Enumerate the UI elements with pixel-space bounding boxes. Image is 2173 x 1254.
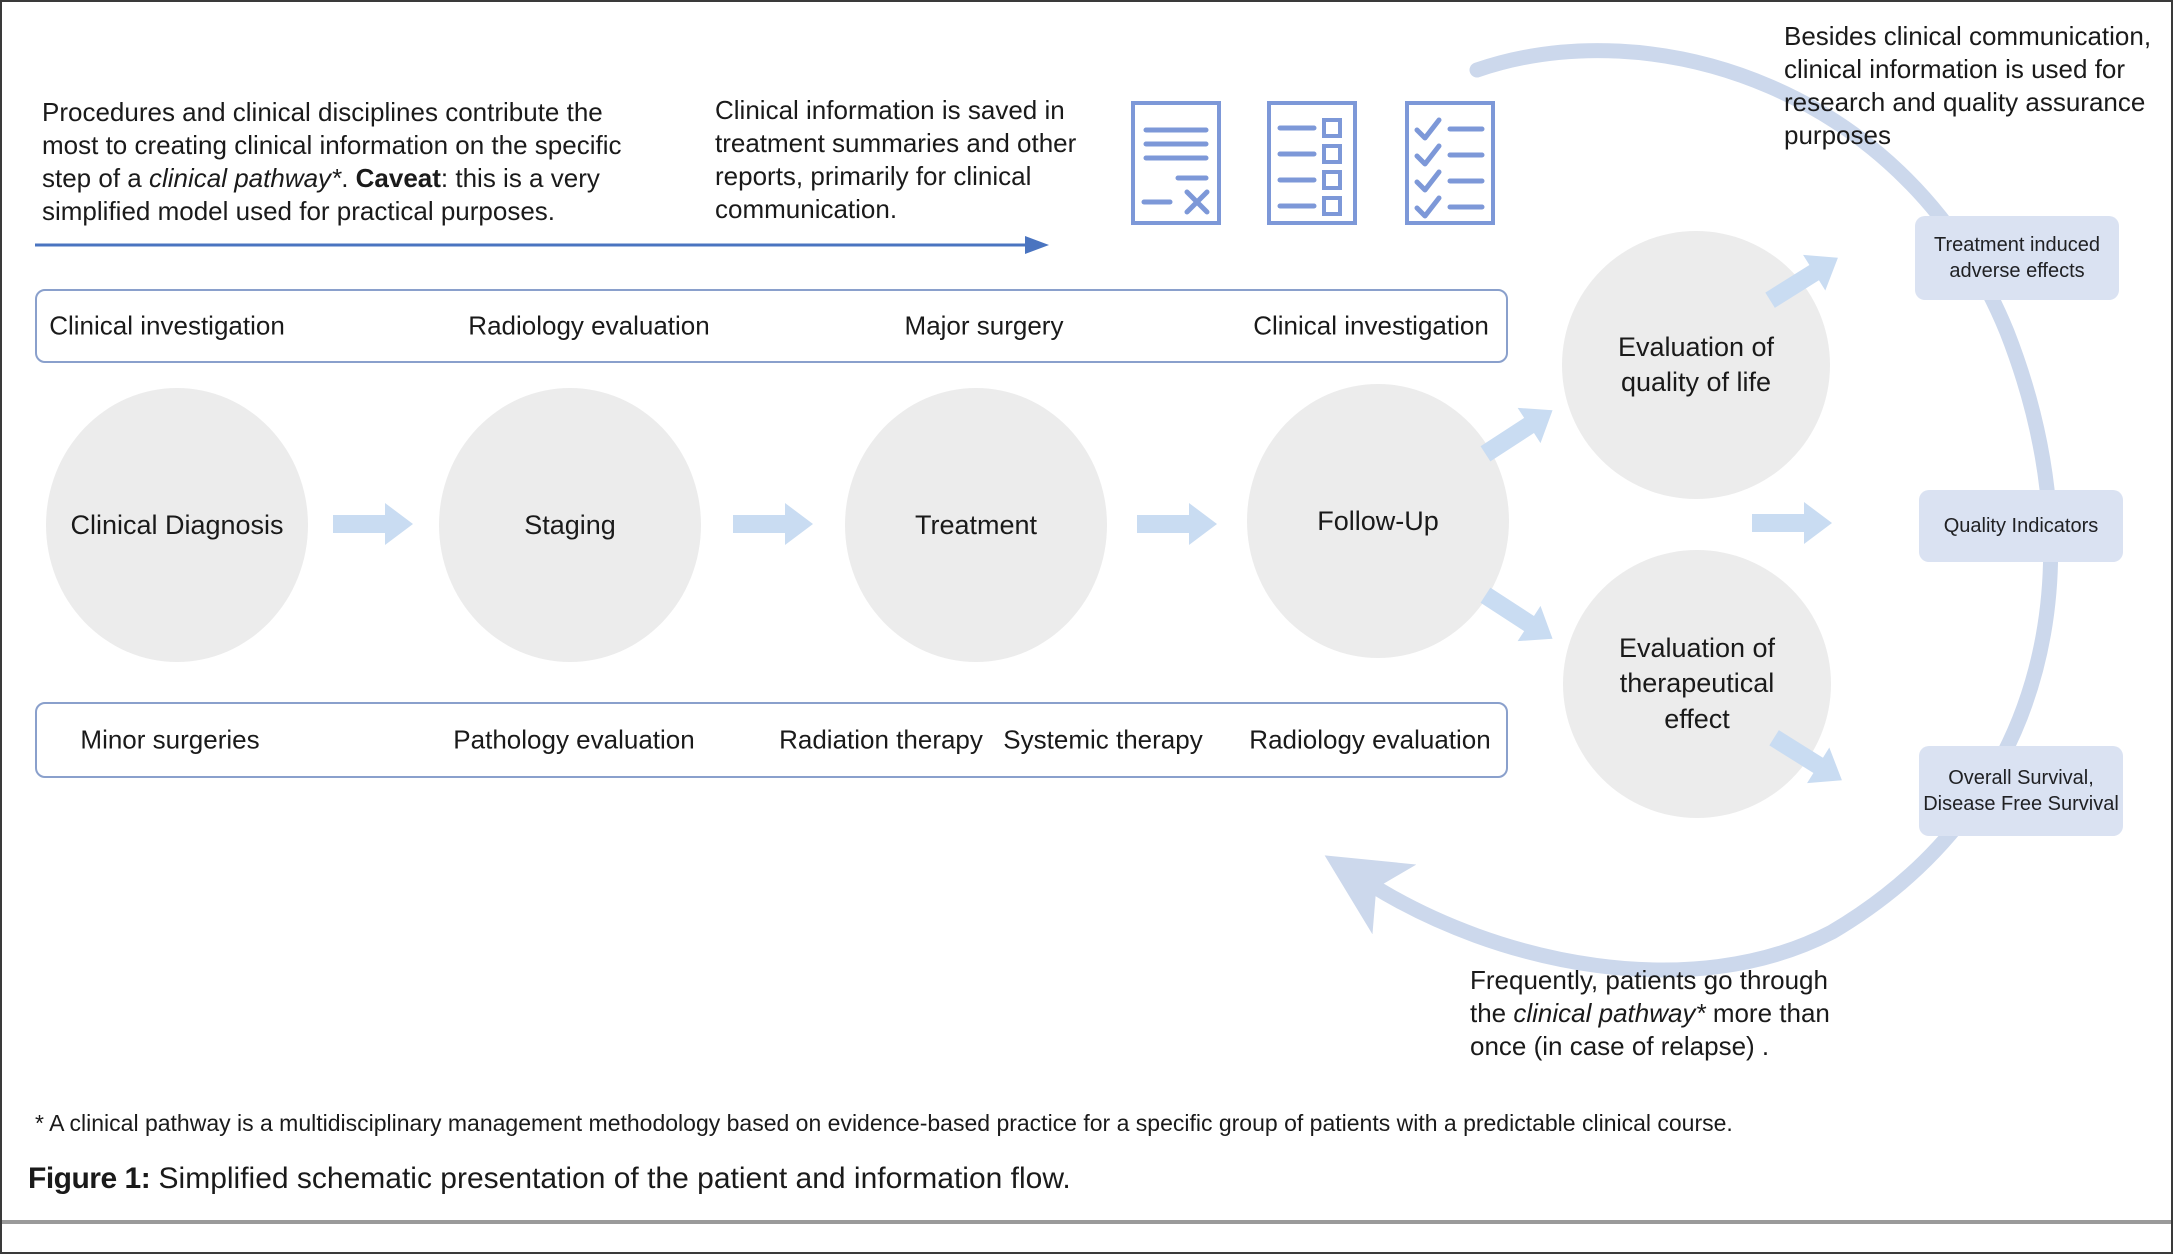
text-run-italic: clinical pathway* (1513, 998, 1706, 1029)
figure-caption-label: Figure 1: (28, 1162, 151, 1195)
top-disciplines-box: Clinical investigation Radiology evaluat… (35, 289, 1508, 363)
discipline-label: Systemic therapy (1003, 724, 1203, 755)
stage-treatment: Treatment (845, 388, 1107, 662)
outcome-treatment-induced-adverse-effects: Treatment induced adverse effects (1915, 216, 2119, 300)
block-arrow (733, 503, 813, 545)
block-arrow (1137, 503, 1217, 545)
text-run: more than once (in case of relapse) . (1470, 998, 1830, 1062)
note-relapse: Frequently, patients go through the clin… (1470, 964, 1870, 1063)
outcome-quality-indicators: Quality Indicators (1919, 490, 2123, 562)
note-procedures: Procedures and clinical disciplines cont… (42, 96, 642, 228)
checklist-checked-icon (1405, 101, 1495, 225)
discipline-label: Clinical investigation (49, 310, 285, 341)
stage-evaluation-quality-of-life: Evaluation of quality of life (1562, 231, 1830, 499)
stage-label: Staging (524, 509, 616, 540)
footnote: * A clinical pathway is a multidisciplin… (35, 1110, 1733, 1136)
text-run-italic: clinical pathway* (148, 163, 342, 194)
stage-label: Follow-Up (1317, 505, 1439, 536)
stage-follow-up: Follow-Up (1247, 384, 1509, 658)
text-run: : this is a very simplified model used f… (42, 163, 600, 227)
outcome-overall-survival-disease-free-survival: Overall Survival, Disease Free Survival (1919, 746, 2123, 836)
discipline-label: Clinical investigation (1253, 310, 1489, 341)
discipline-label: Radiation therapy (779, 724, 983, 755)
stage-label: Evaluation of therapeutical effect (1618, 633, 1776, 734)
text-run: Procedures and clinical disciplines cont… (42, 97, 622, 194)
document-report-x-icon (1131, 101, 1221, 225)
discipline-label: Radiology evaluation (1249, 724, 1491, 755)
discipline-label: Minor surgeries (80, 724, 260, 755)
note-besides-communication: Besides clinical communication, clinical… (1784, 21, 2152, 151)
text-run: . (341, 163, 356, 194)
figure-caption: Figure 1: Simplified schematic presentat… (28, 1162, 1071, 1196)
stage-label: Treatment (914, 509, 1038, 540)
stage-evaluation-therapeutical-effect: Evaluation of therapeutical effect (1563, 550, 1831, 818)
bottom-divider (2, 1220, 2171, 1224)
stage-label: Evaluation of quality of life (1617, 331, 1775, 397)
discipline-label: Pathology evaluation (453, 724, 695, 755)
stage-clinical-diagnosis: Clinical Diagnosis (46, 388, 308, 662)
discipline-label: Major surgery (904, 310, 1064, 341)
text-run-bold: Caveat (355, 163, 441, 194)
figure-caption-text: Simplified schematic presentation of the… (150, 1162, 1071, 1195)
note-information-saved: Clinical information is saved in treatme… (715, 95, 1077, 225)
stage-staging: Staging (439, 388, 701, 662)
stage-label: Clinical Diagnosis (70, 509, 284, 540)
block-arrow (1752, 502, 1832, 544)
checklist-boxes-icon (1267, 101, 1357, 225)
bottom-disciplines-box: Minor surgeries Pathology evaluation Rad… (35, 702, 1508, 778)
discipline-label: Radiology evaluation (468, 310, 710, 341)
block-arrow (333, 503, 413, 545)
